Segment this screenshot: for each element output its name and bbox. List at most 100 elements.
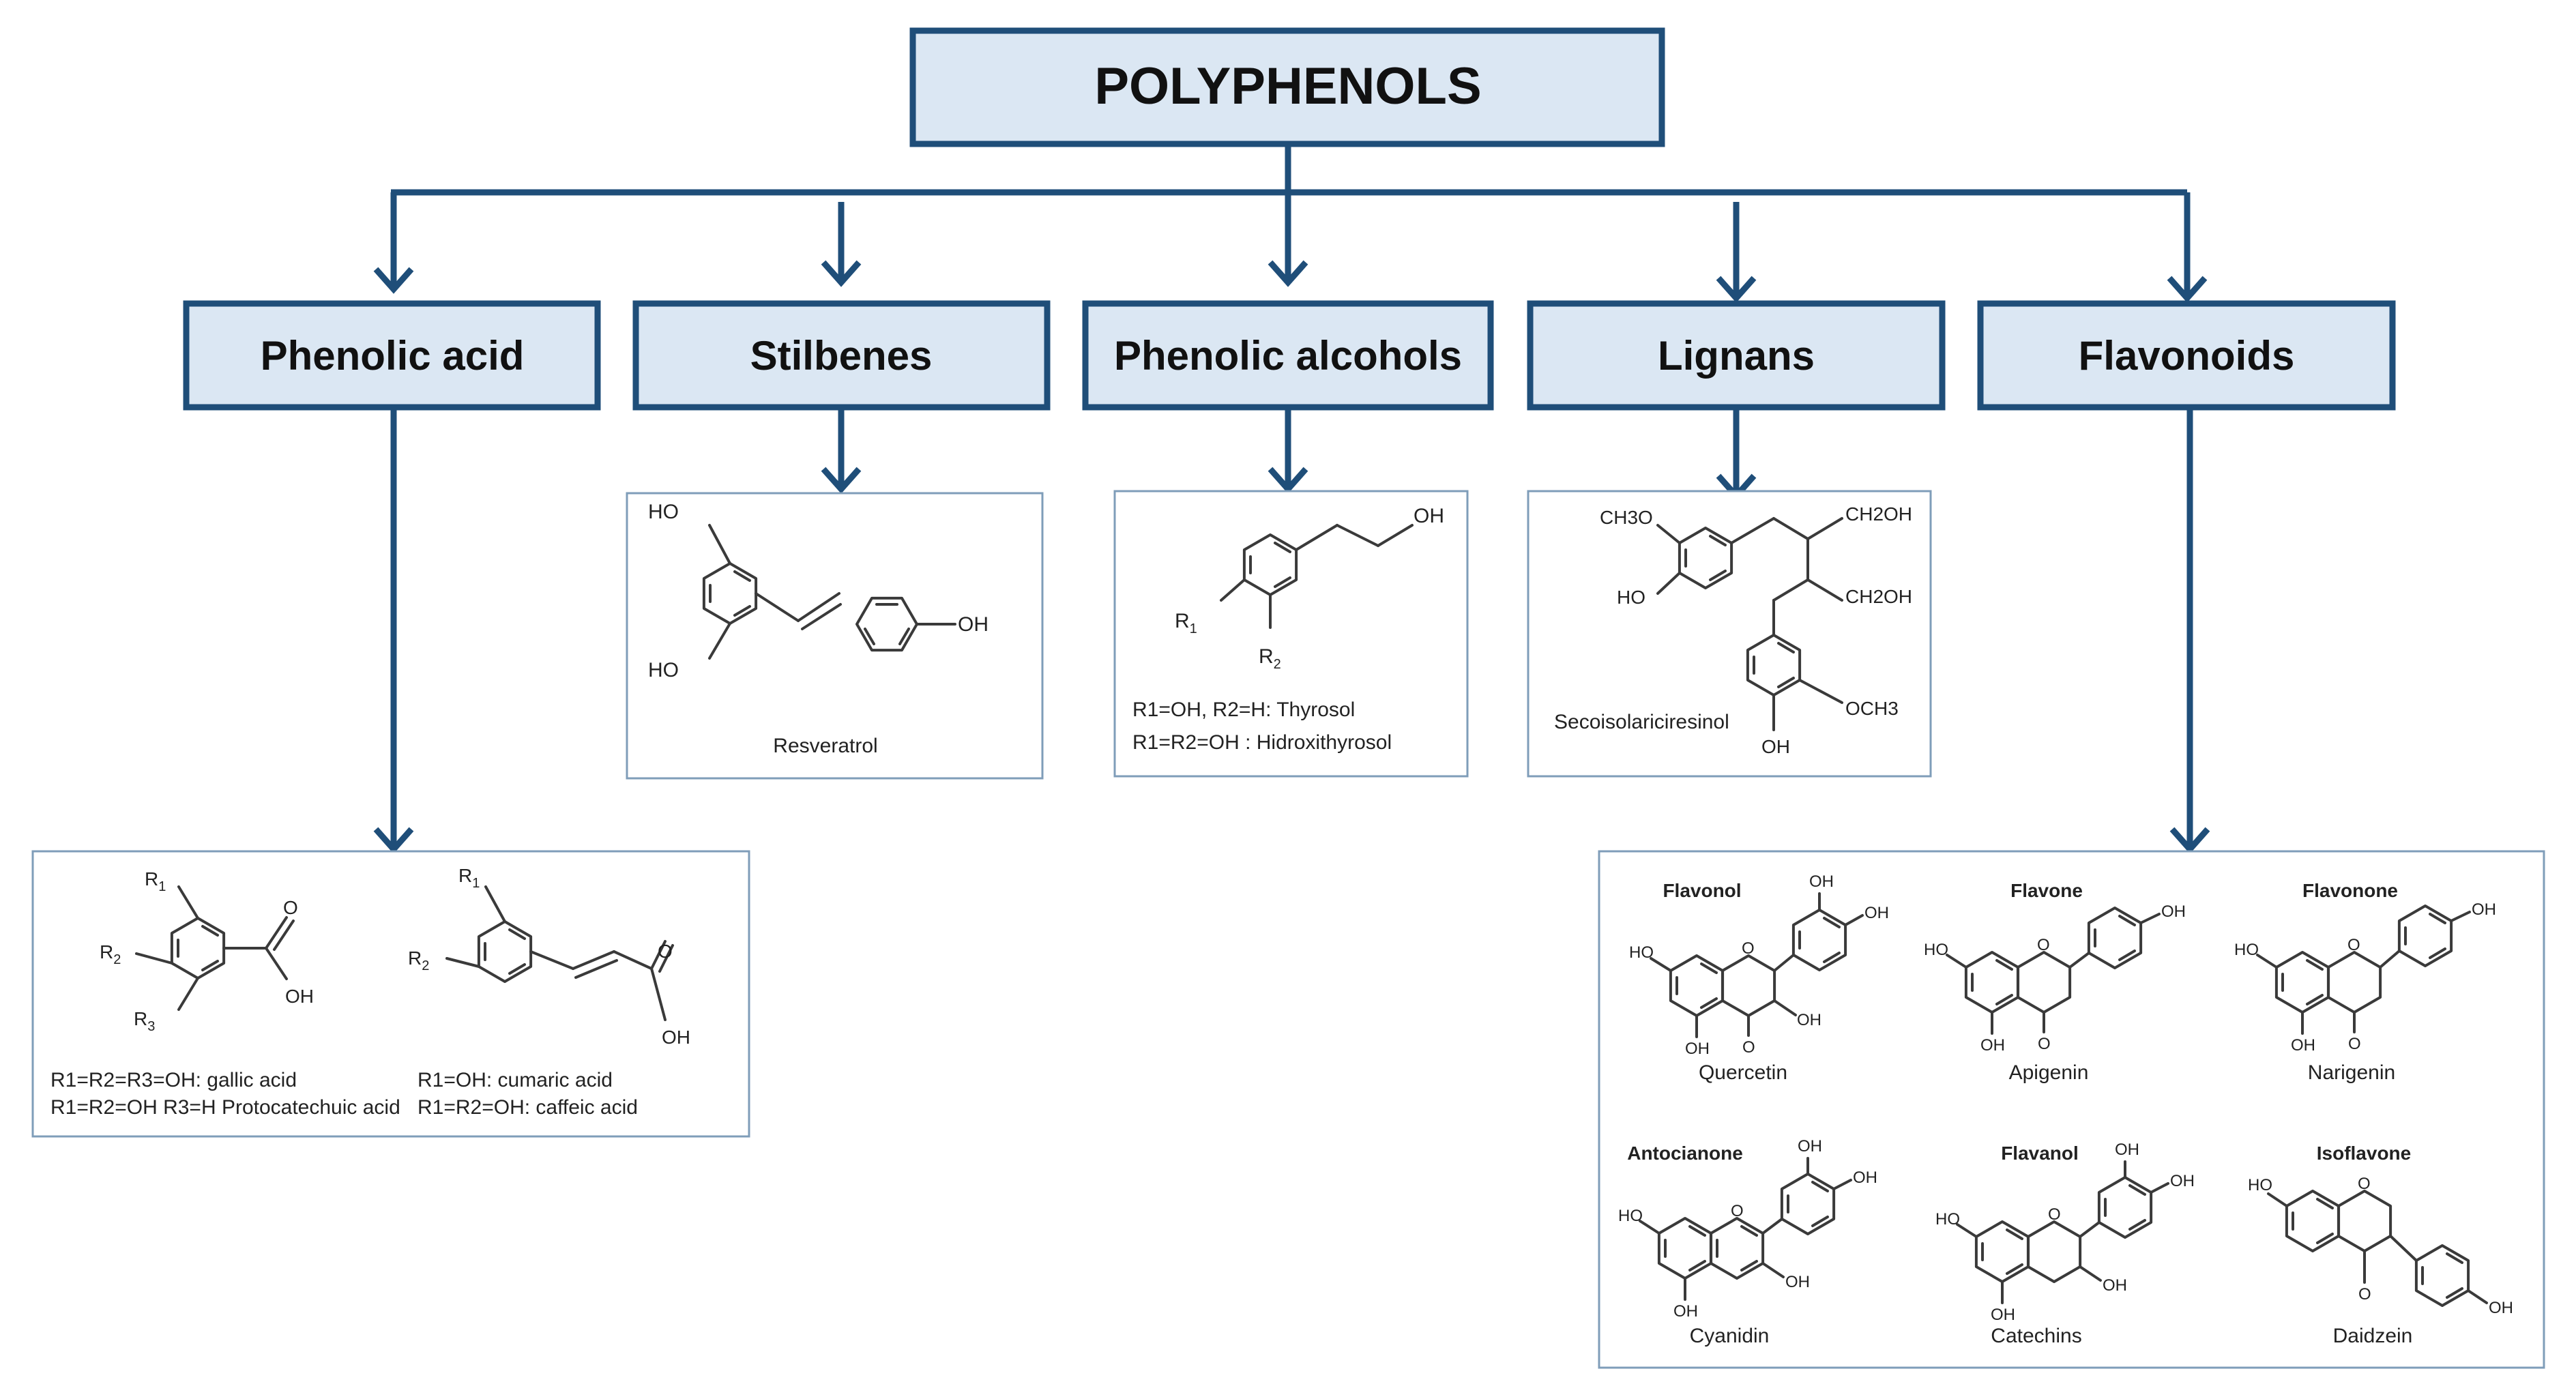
cinnamic-acid-structure [445,885,674,1021]
group-label: CH2OH [1845,586,1912,607]
substituent-r1: R1 [1175,610,1197,636]
arrow-phenolic-alcohols-panel [1268,467,1308,494]
substituent-r1: R1 [458,865,480,891]
substituent-r2: R2 [1259,645,1281,672]
category-box [1082,300,1494,411]
group-label: HO [648,501,679,523]
category-label: Phenolic alcohols [1114,333,1462,379]
compound-name: Catechins [1991,1325,2081,1347]
group-label: O [1742,939,1755,958]
substituent-r3: R3 [134,1008,155,1034]
group-label: OH [1809,872,1834,891]
group-label: O [2348,1035,2361,1053]
group-label: HO [2234,941,2259,959]
arrow-stilbenes [821,260,862,287]
category-label: Phenolic acid [261,333,525,379]
panel-frame [626,492,1044,780]
flavonoid-antocianone: Antocianone HO OH O OH OH OH Cyanidin [1618,1137,1877,1347]
group-label: CH2OH [1845,503,1912,525]
panel-phenolic-acid: R1 R2 R3 O OH R1 R2 O OH R1=R2=R3=OH: ga… [31,850,750,1138]
arrow-flavonoids [2167,276,2208,303]
group-label: O [1731,1202,1744,1220]
class-label: Isoflavone [2317,1143,2411,1164]
group-label: O [658,941,673,962]
variant-note: R1=OH, R2=H: Thyrosol [1132,698,1355,721]
category-phenolic-alcohols: Phenolic alcohols [1082,300,1494,411]
group-label: OH [2170,1172,2195,1190]
compound-name: Quercetin [1699,1061,1787,1084]
group-label: OH [1980,1036,2005,1055]
category-flavonoids: Flavonoids [1977,300,2396,411]
group-label: HO [1629,943,1654,962]
group-label: OH [2291,1036,2315,1055]
group-label: OH [2161,902,2186,921]
group-label: O [2048,1205,2061,1224]
root-node: POLYPHENOLS [909,27,1665,147]
substituent-r2: R2 [100,941,121,967]
category-lignans: Lignans [1527,300,1946,411]
category-phenolic-acid: Phenolic acid [183,300,601,411]
compound-name: Apigenin [2009,1061,2089,1084]
variant-note: R1=R2=OH R3=H Protocatechuic acid [50,1096,400,1119]
group-label: HO [1618,1207,1643,1225]
flavonoid-flavanol: Flavanol HO OH O OH OH OH Catechins [1935,1141,2195,1347]
panel-flavonoids: Flavonol HO OH O O OH OH OH Quercetin Fl… [1598,850,2545,1369]
substituent-r1: R1 [145,868,166,894]
group-label: HO [648,659,679,681]
compound-name: Resveratrol [773,735,877,757]
compound-name: Daidzein [2333,1325,2413,1347]
panel-phenolic-alcohols: OH R1 R2 R1=OH, R2=H: Thyrosol R1=R2=OH … [1113,490,1469,778]
group-label: OH [285,986,314,1007]
group-label: OH [2115,1141,2139,1159]
root-title: POLYPHENOLS [1094,57,1481,115]
group-label: OH [1853,1168,1877,1187]
arrow-lignans [1716,276,1757,303]
benzoic-acid-structure [135,885,295,1011]
group-label: O [283,897,298,918]
root-box [909,27,1665,147]
flavonoid-isoflavone: Isoflavone HO O O OH Daidzein [2248,1143,2513,1347]
class-label: Flavanol [2001,1143,2079,1164]
panel-lignans: CH3O HO CH2OH CH2OH OCH3 OH Secoisolaric… [1527,490,1932,778]
arrow-phenolic-acid [373,267,414,294]
group-label: HO [1924,941,1948,959]
group-label: OH [958,613,989,636]
arrow-flavonoids-panel [2169,827,2210,854]
group-label: O [1742,1038,1755,1057]
group-label: OH [1991,1306,2015,1324]
class-label: Flavonol [1663,880,1741,901]
group-label: OH [662,1027,690,1048]
substituent-r2: R2 [408,947,429,973]
group-label: O [2037,936,2050,954]
category-label: Flavonoids [2079,333,2295,379]
group-label: OH [1864,904,1889,922]
arrow-stilbenes-panel [821,467,862,494]
group-label: OCH3 [1845,698,1899,719]
resveratrol-structure [702,524,956,660]
group-label: CH3O [1600,507,1653,528]
group-label: OH [2489,1299,2513,1317]
category-label: Stilbenes [750,333,933,379]
group-label: O [2358,1175,2371,1193]
group-label: OH [1685,1040,1710,1058]
class-label: Antocianone [1627,1143,1743,1164]
group-label: OH [1785,1273,1810,1291]
group-label: OH [2472,900,2496,919]
category-box [1977,300,2396,411]
flavonoid-flavonone: Flavonone HO OH O O OH Narigenin [2234,880,2496,1084]
panel-stilbenes: HO HO OH Resveratrol [626,492,1044,780]
flavonoid-flavonol: Flavonol HO OH O O OH OH OH Quercetin [1629,872,1889,1084]
variant-note: R1=OH: cumaric acid [418,1069,613,1091]
group-label: HO [2248,1176,2272,1194]
variant-note: R1=R2=OH : Hidroxithyrosol [1132,731,1392,754]
group-label: HO [1935,1210,1960,1229]
category-box [1527,300,1946,411]
panel-frame [1598,850,2545,1369]
group-label: OH [1797,1011,1821,1029]
compound-name: Secoisolariciresinol [1554,711,1729,733]
category-label: Lignans [1658,333,1815,379]
arrow-phenolic-alcohols [1268,260,1308,287]
panel-frame [31,850,750,1138]
variant-note: R1=R2=R3=OH: gallic acid [50,1069,297,1091]
group-label: O [2347,936,2360,954]
